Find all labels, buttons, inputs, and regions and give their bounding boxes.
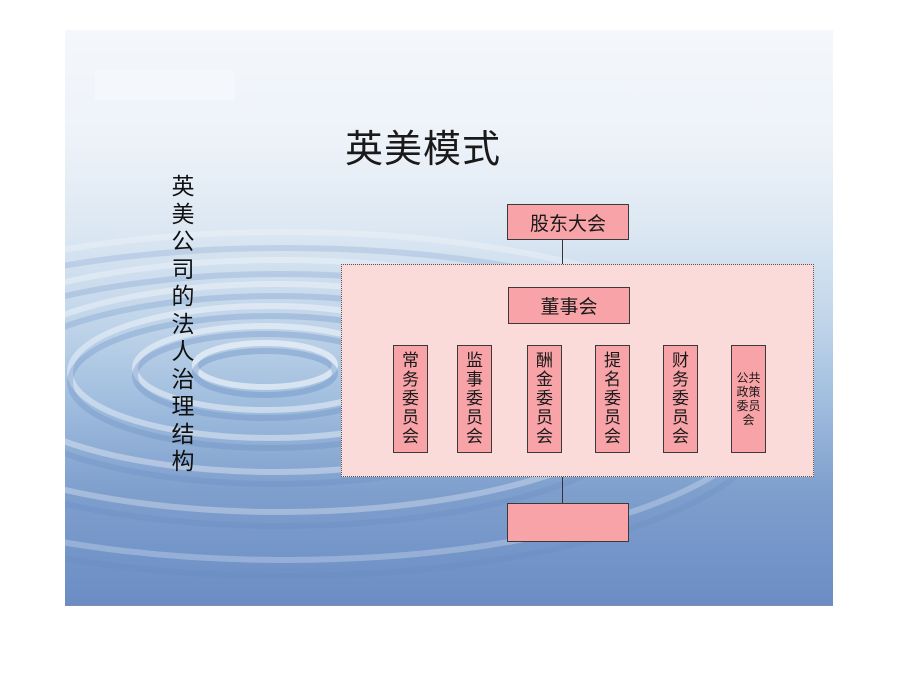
committee-node: 财务委员会 (663, 345, 698, 453)
connector-top (562, 240, 563, 264)
committee-node: 提名委员会 (595, 345, 630, 453)
committee-node: 酬金委员会 (527, 345, 562, 453)
committee-node: 监事委员会 (457, 345, 492, 453)
vertical-caption: 英美公司的法人治理结构 (171, 174, 195, 475)
committee-node: 公共政策委员会 (731, 345, 766, 453)
shareholders-meeting-node: 股东大会 (507, 204, 629, 240)
board-of-directors-node: 董事会 (508, 287, 630, 324)
bottom-node (507, 503, 629, 542)
slide: 英美模式 英美公司的法人治理结构 股东大会 董事会 常务委员会 监事委员会 酬金… (65, 30, 833, 606)
board-container: 董事会 常务委员会 监事委员会 酬金委员会 提名委员会 财务委员会 公共政策委员… (341, 264, 814, 477)
connector-bottom (562, 477, 563, 503)
committee-node: 常务委员会 (393, 345, 428, 453)
slide-title: 英美模式 (345, 127, 502, 171)
